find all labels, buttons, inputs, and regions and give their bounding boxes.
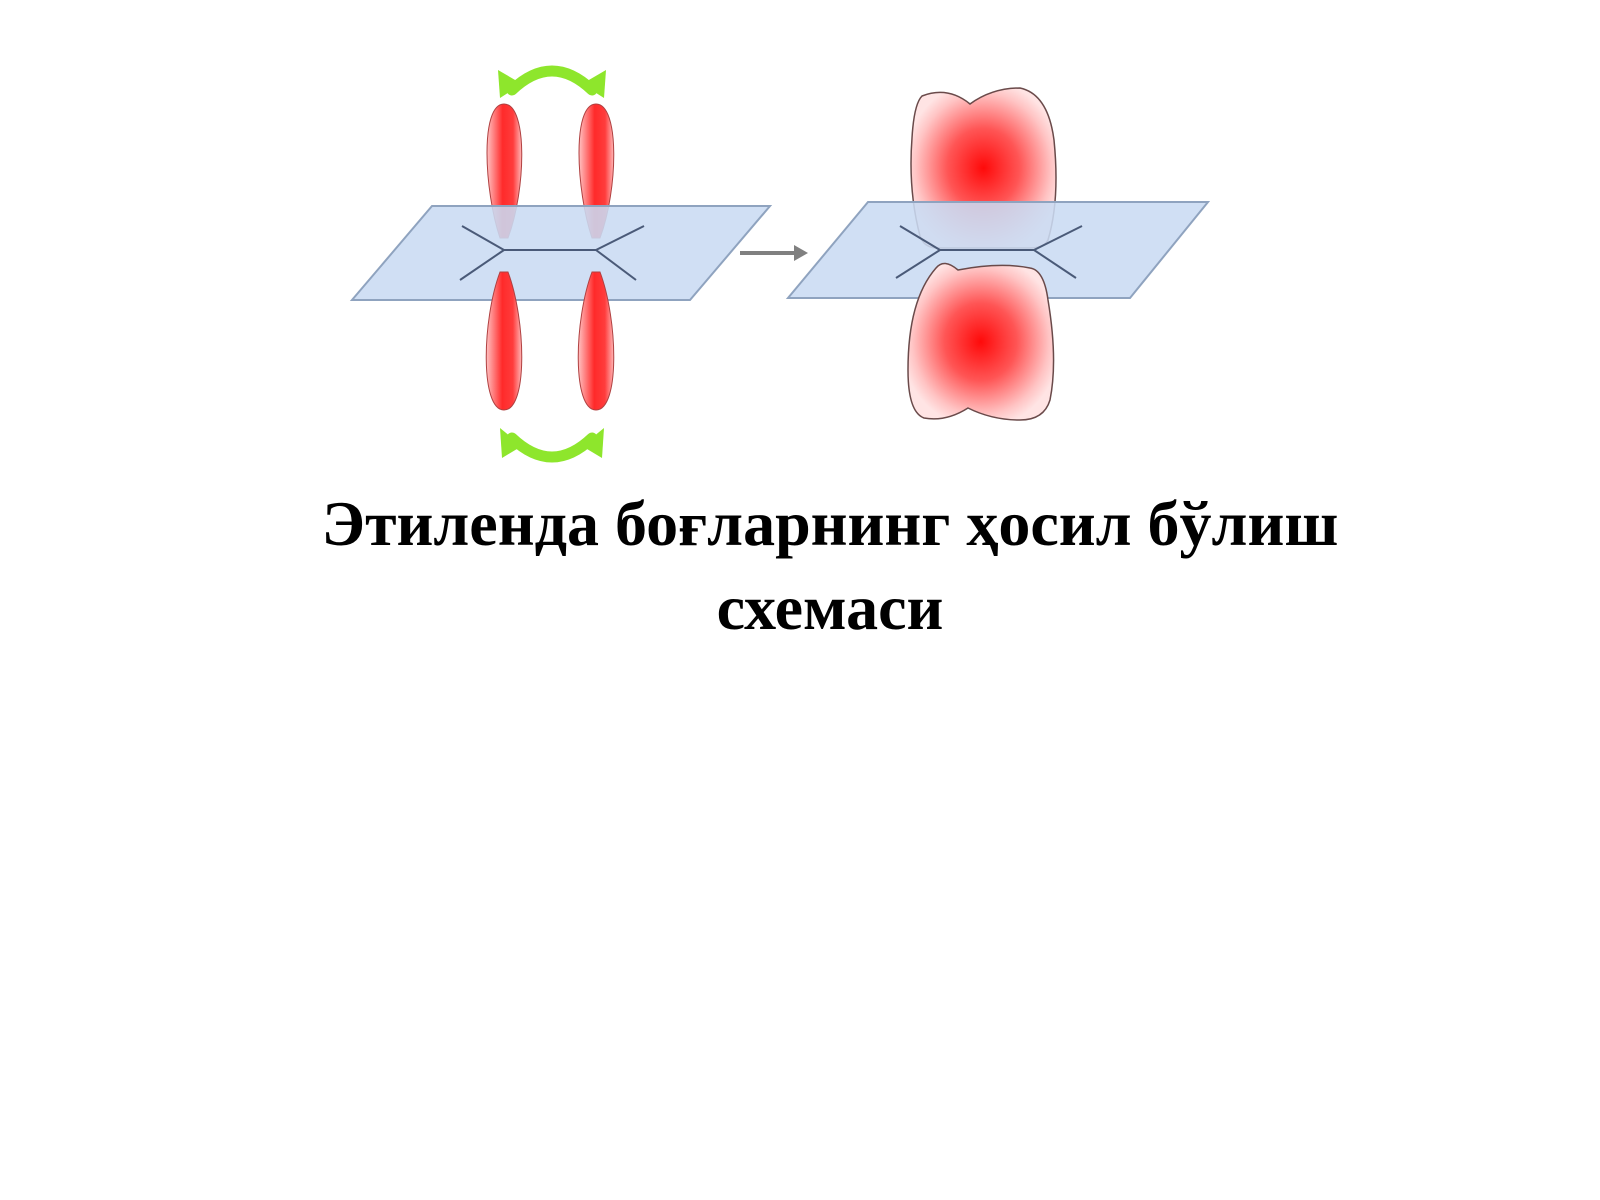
rotation-arrow-top-icon xyxy=(498,65,606,98)
pi-bond-cloud-lower xyxy=(907,262,1055,421)
p-orbital-lower-lobes xyxy=(485,271,615,411)
ethylene-bond-diagram xyxy=(349,65,1211,463)
reaction-arrow-icon xyxy=(740,245,808,261)
caption-line-2: схемаси xyxy=(716,572,944,643)
p-orbital-upper-lobes xyxy=(486,103,615,239)
molecular-plane-right xyxy=(785,201,1211,299)
rotation-arrow-bottom-icon xyxy=(500,428,604,463)
molecular-plane-left xyxy=(349,205,773,301)
diagram-caption: Этиленда боғларнинг ҳосил бўлиш схемаси xyxy=(200,482,1460,650)
caption-line-1: Этиленда боғларнинг ҳосил бўлиш xyxy=(321,488,1339,559)
